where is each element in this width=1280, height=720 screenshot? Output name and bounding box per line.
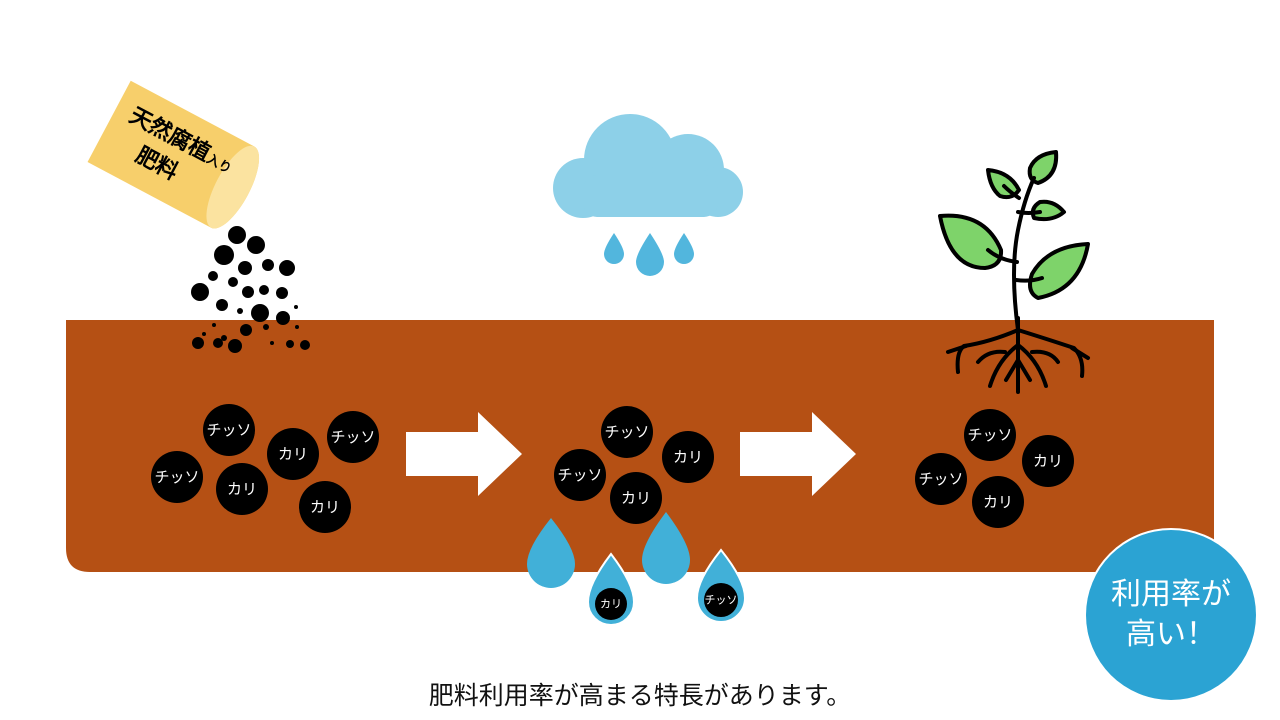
nutrient-ball: チッソ <box>203 404 255 456</box>
nutrient-ball: カリ <box>1022 435 1074 487</box>
utilization-badge: 利用率が 高い！ <box>1086 530 1256 700</box>
nutrient-ball: カリ <box>216 463 268 515</box>
nutrient-ball: カリ <box>299 481 351 533</box>
nutrient-label: カリ <box>983 493 1013 511</box>
right-arrow-icon <box>406 412 522 496</box>
raindrop-icon <box>604 233 624 264</box>
nutrient-label: カリ <box>1033 452 1063 470</box>
leached-nutrient-drop: カリ <box>586 552 636 626</box>
nutrient-label: チッソ <box>557 466 602 484</box>
right-arrow-icon <box>740 412 856 496</box>
nutrient-ball: カリ <box>267 428 319 480</box>
nutrient-label: チッソ <box>206 421 251 439</box>
leached-nutrient-drop: チッソ <box>695 548 747 623</box>
stage-after-rain: チッソ チッソ カリ カリ <box>554 406 714 524</box>
badge-line1: 利用率が <box>1111 577 1231 612</box>
nutrient-label: カリ <box>310 498 340 516</box>
nutrient-label: カリ <box>227 480 257 498</box>
nutrient-label: カリ <box>621 489 651 507</box>
fertilizer-bag-icon: 天然腐植入り 肥料 <box>87 80 260 229</box>
caption: 肥料利用率が高まる特長があります。 <box>428 681 852 710</box>
leaching-water: カリ チッソ <box>527 512 747 626</box>
nutrient-label: チッソ <box>604 423 649 441</box>
granules-icon <box>191 226 310 353</box>
nutrient-label: カリ <box>278 445 308 463</box>
nutrient-ball: チッソ <box>151 451 203 503</box>
water-drop-icon <box>642 512 690 584</box>
nutrient-label: チッソ <box>154 468 199 486</box>
raindrop-icon <box>674 233 694 264</box>
leached-label: チッソ <box>705 594 738 607</box>
nutrient-ball: カリ <box>610 472 662 524</box>
plant-icon <box>938 150 1090 394</box>
badge-line2: 高い！ <box>1126 617 1216 652</box>
water-drop-icon <box>527 518 575 588</box>
stage-absorbed: チッソ チッソ カリ カリ <box>915 409 1074 528</box>
nutrient-label: チッソ <box>967 426 1012 444</box>
leached-label: カリ <box>600 598 622 611</box>
rain-drops <box>604 233 694 276</box>
nutrient-ball: カリ <box>972 476 1024 528</box>
nutrient-label: チッソ <box>918 470 963 488</box>
nutrient-label: チッソ <box>330 428 375 446</box>
nutrient-ball: チッソ <box>554 449 606 501</box>
nutrient-ball: カリ <box>662 431 714 483</box>
nutrient-label: カリ <box>673 448 703 466</box>
nutrient-ball: チッソ <box>601 406 653 458</box>
rain-cloud-icon <box>553 114 743 218</box>
nutrient-ball: チッソ <box>327 411 379 463</box>
raindrop-icon <box>636 233 664 276</box>
stage-applied: チッソ チッソ カリ チッソ カリ カリ <box>151 404 379 533</box>
nutrient-ball: チッソ <box>915 453 967 505</box>
nutrient-ball: チッソ <box>964 409 1016 461</box>
